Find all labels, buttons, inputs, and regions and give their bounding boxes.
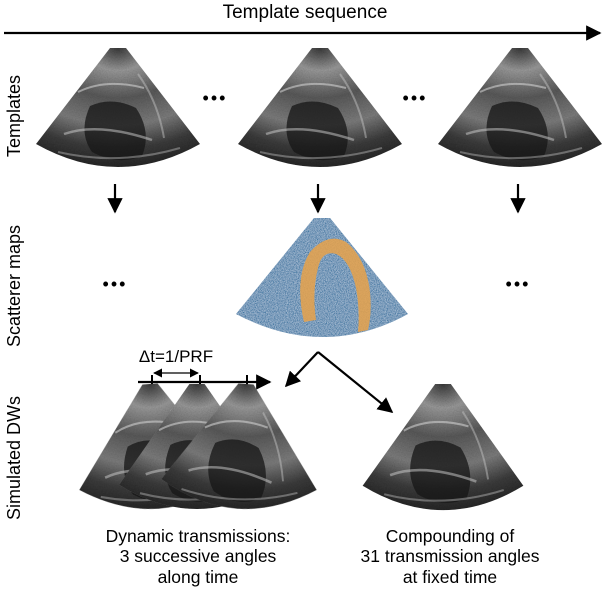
timing-label: Δt=1/PRF bbox=[139, 347, 213, 366]
template-image-1 bbox=[36, 48, 200, 167]
caption-compounding-line-1: Compounding of bbox=[386, 526, 515, 546]
myocardium-shape bbox=[300, 238, 371, 332]
compounded-image bbox=[363, 384, 524, 510]
ellipsis-templates-2: ••• bbox=[403, 88, 428, 108]
arrow-to-dynamic bbox=[284, 351, 319, 388]
row-label-templates: Templates bbox=[4, 75, 24, 157]
scatterer-map-image bbox=[236, 218, 408, 337]
ellipsis-templates-1: ••• bbox=[203, 88, 228, 108]
sequence-title: Template sequence bbox=[223, 2, 388, 23]
ellipsis-scatter-right: ••• bbox=[506, 274, 531, 294]
caption-compounding-line-2: 31 transmission angles bbox=[361, 546, 540, 566]
template-image-2 bbox=[238, 48, 402, 167]
arrow-to-compounding bbox=[317, 351, 394, 413]
caption-dynamic-line-2: 3 successive angles bbox=[120, 546, 277, 566]
row-label-simulated-dws: Simulated DWs bbox=[4, 396, 24, 520]
row-label-scatterer-maps: Scatterer maps bbox=[4, 225, 24, 347]
template-image-3 bbox=[438, 48, 602, 167]
caption-compounding-line-3: at fixed time bbox=[403, 567, 497, 587]
ellipsis-scatter-left: ••• bbox=[103, 274, 128, 294]
caption-dynamic-line-1: Dynamic transmissions: bbox=[106, 526, 291, 546]
caption-dynamic-line-3: along time bbox=[158, 567, 239, 587]
